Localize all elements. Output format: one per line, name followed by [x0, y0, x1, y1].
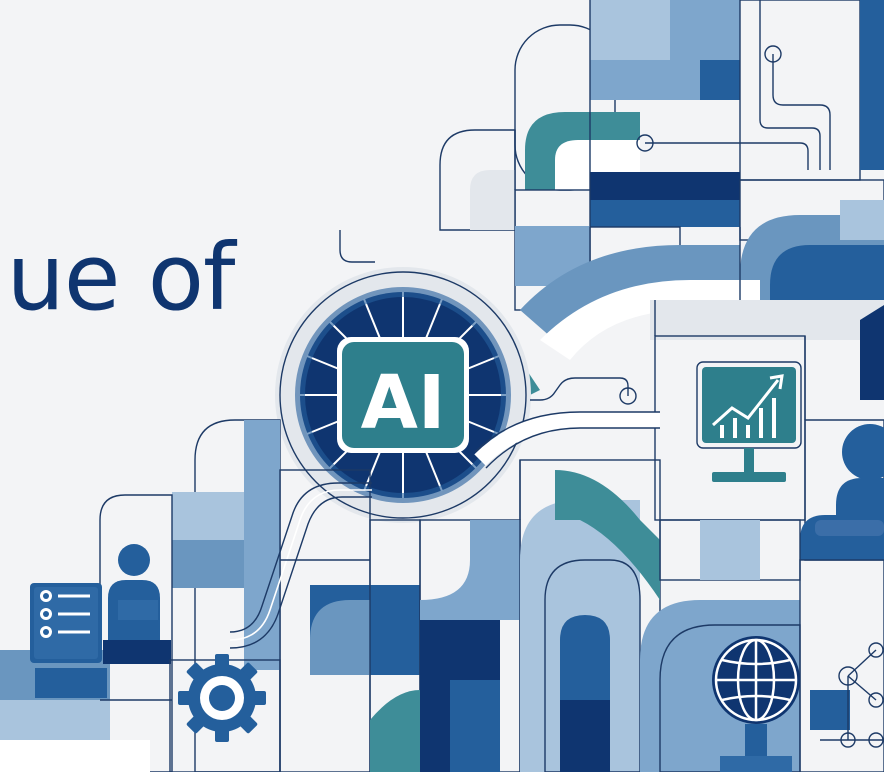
outline-traces — [100, 0, 806, 701]
person-icon — [815, 424, 884, 536]
lower-mosaic — [0, 419, 884, 772]
ai-chip-icon: AI — [275, 267, 531, 523]
circuit-traces-top — [636, 0, 831, 170]
person-at-desk-icon — [103, 544, 171, 664]
globe-icon — [712, 636, 800, 772]
flowing-ribbons — [229, 411, 660, 649]
ai-chip-label: AI — [361, 360, 446, 446]
checklist-icon — [30, 583, 102, 663]
headline-text: lue of — [0, 224, 235, 331]
growth-chart-monitor-icon — [654, 335, 806, 521]
circuit-traces-mid — [339, 230, 637, 405]
gear-icon — [169, 654, 281, 772]
top-right-block-cluster — [514, 0, 884, 300]
network-nodes-icon — [820, 642, 884, 748]
